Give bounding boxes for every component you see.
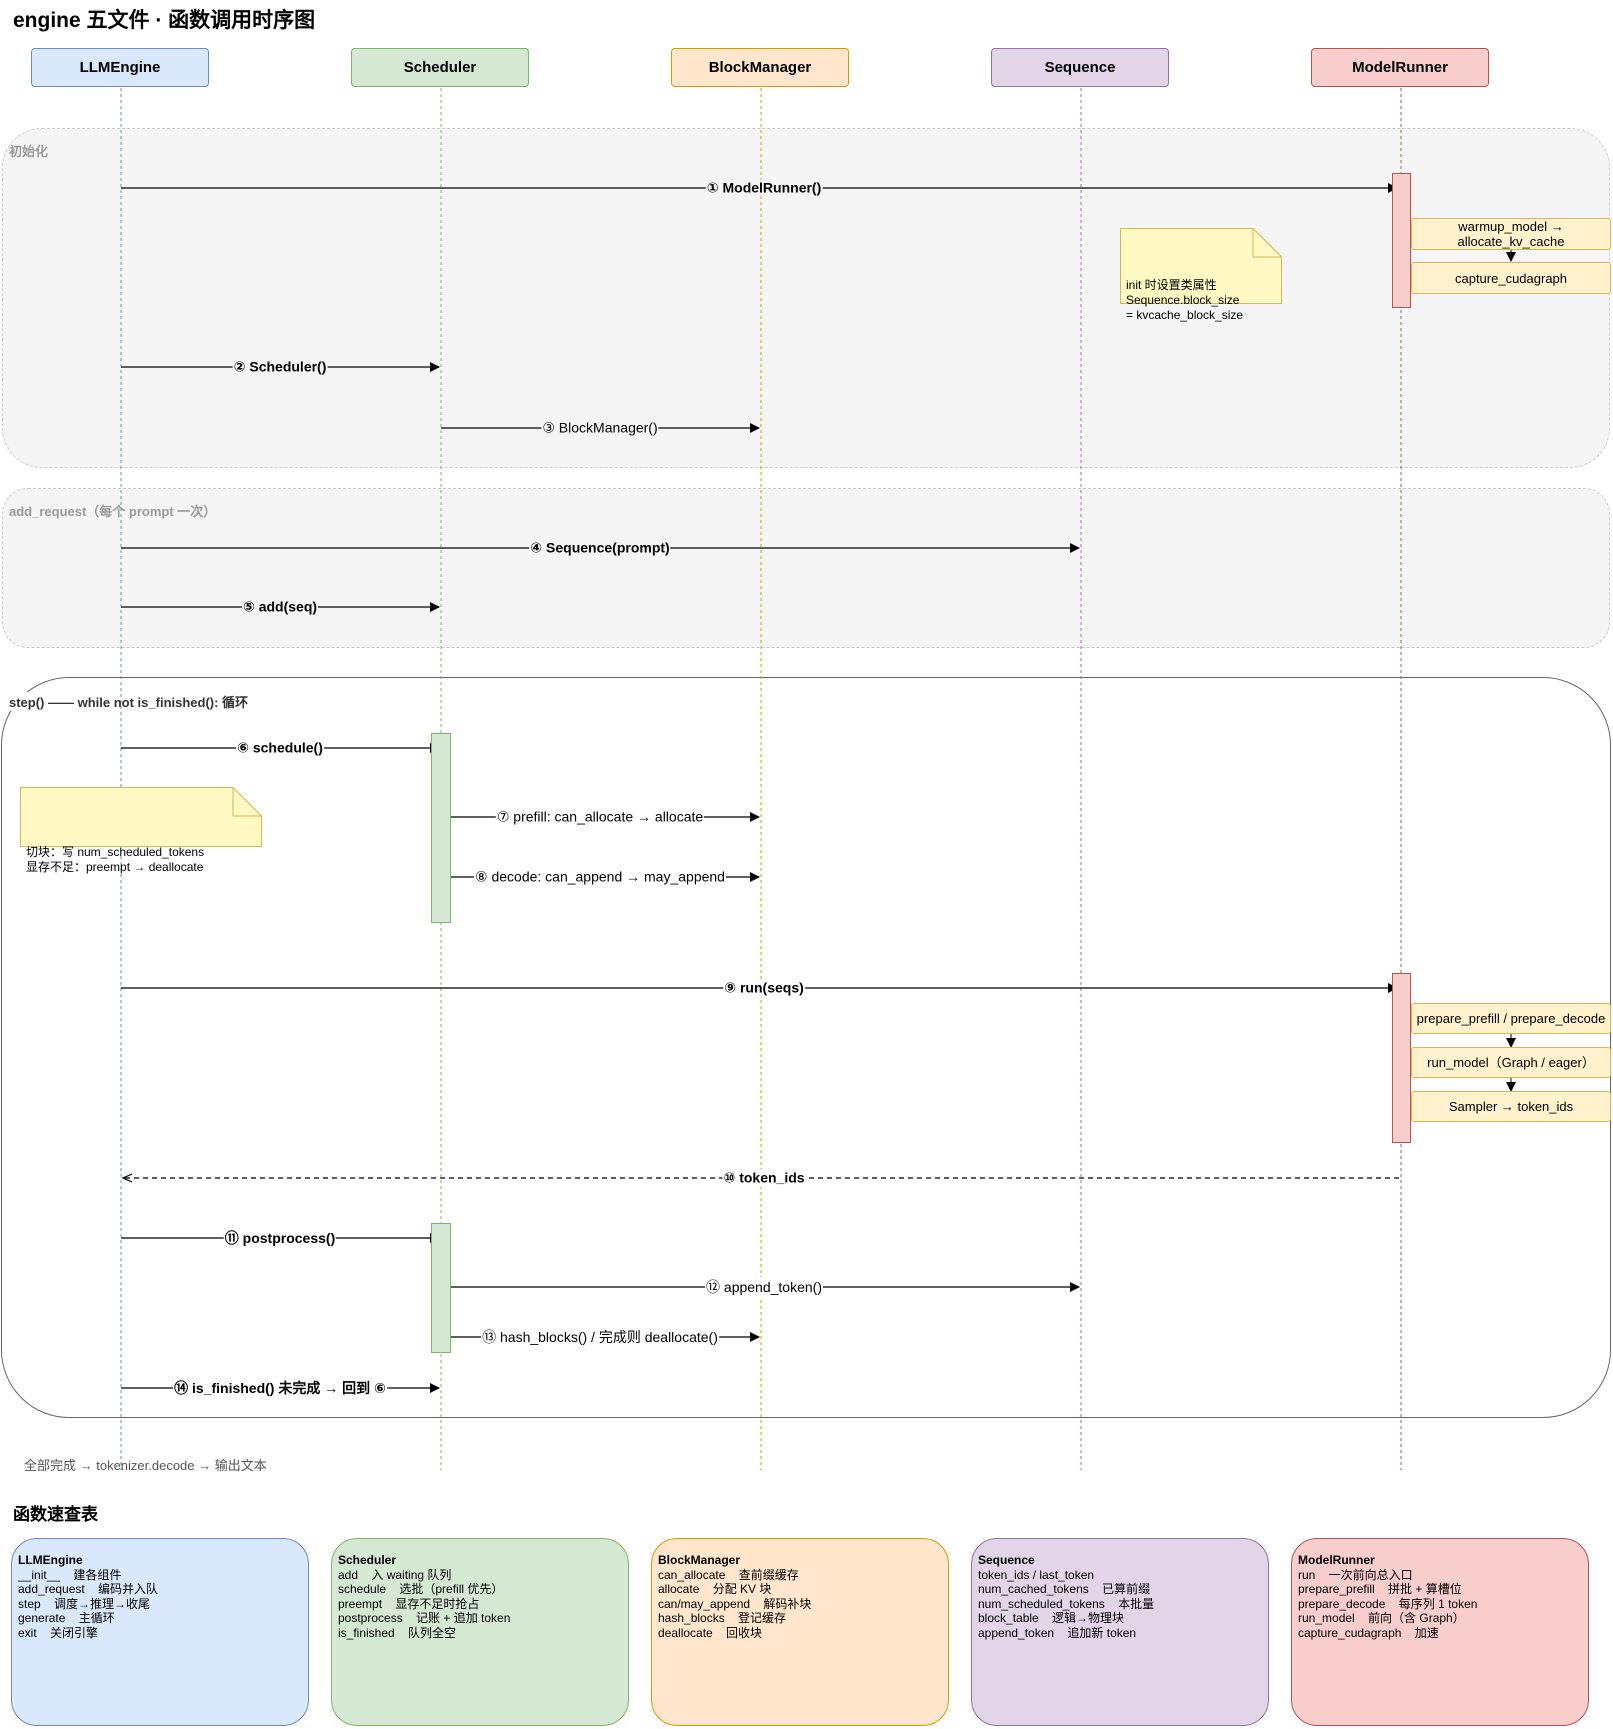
note-init-block-size: init 时设置类属性 Sequence.block_size = kvcach… [1120, 228, 1282, 322]
activation-scheduler-schedule [431, 733, 451, 923]
frame-add-request-label: add_request（每个 prompt 一次） [9, 504, 217, 519]
frame-step-label: step() —— while not is_finished(): 循环 [9, 692, 253, 711]
actor-modelrunner: ModelRunner [1311, 48, 1489, 87]
ref-card-line: exit 关闭引擎 [18, 1625, 99, 1640]
ref-card-line: append_token 追加新 token [978, 1625, 1137, 1640]
ref-card-line: prepare_decode 每序列 1 token [1298, 1596, 1478, 1611]
msg-label-m4: ④ Sequence(prompt) [529, 539, 671, 557]
ref-card-line: preempt 显存不足时抢占 [338, 1596, 480, 1611]
actor-sequence: Sequence [991, 48, 1169, 87]
modelrunner-runmodel-step: run_model（Graph / eager） [1411, 1047, 1611, 1078]
msg-label-m14: ⑭ is_finished() 未完成 → 回到 ⑥ [173, 1378, 387, 1398]
frame-add-request [2, 488, 1610, 648]
diagram-title: engine 五文件 · 函数调用时序图 [13, 9, 316, 32]
ref-card-title: Sequence [978, 1553, 1035, 1567]
msg-label-m2: ② Scheduler() [232, 358, 328, 376]
note-chunk-preempt: 切块：写 num_scheduled_tokens 显存不足：preempt →… [20, 787, 262, 874]
frame-init [2, 128, 1610, 468]
ref-card-title: BlockManager [658, 1553, 741, 1567]
ref-card-line: generate 主循环 [18, 1611, 115, 1625]
msg-label-m8: ⑧ decode: can_append → may_append [474, 868, 726, 886]
ref-card-scheduler: Scheduler add 入 waiting 队列 schedule 选批（p… [331, 1538, 629, 1726]
ref-card-line: is_finished 队列全空 [338, 1625, 457, 1640]
actor-blockmanager: BlockManager [671, 48, 849, 87]
ref-card-line: can/may_append 解码补块 [658, 1596, 812, 1611]
modelrunner-sampler-step: Sampler → token_ids [1411, 1091, 1611, 1122]
ref-card-line: postprocess 记账 + 追加 token [338, 1611, 511, 1625]
footer-note: 全部完成 → tokenizer.decode → 输出文本 [24, 1458, 267, 1473]
ref-card-line: can_allocate 查前缀缓存 [658, 1567, 799, 1582]
activation-modelrunner-init [1392, 173, 1411, 308]
activation-modelrunner-run [1392, 973, 1411, 1143]
msg-label-m7: ⑦ prefill: can_allocate → allocate [495, 808, 705, 826]
ref-card-line: deallocate 回收块 [658, 1625, 763, 1640]
ref-card-llmengine: LLMEngine __init__ 建各组件 add_request 编码并入… [11, 1538, 309, 1726]
ref-card-line: capture_cudagraph 加速 [1298, 1625, 1439, 1640]
ref-card-line: run 一次前向总入口 [1298, 1567, 1413, 1582]
msg-label-m1: ① ModelRunner() [705, 179, 823, 197]
msg-label-m11: ⑪ postprocess() [223, 1228, 337, 1248]
ref-card-line: __init__ 建各组件 [18, 1567, 122, 1582]
note-init-text: init 时设置类属性 Sequence.block_size = kvcach… [1126, 278, 1244, 322]
ref-card-sequence: Sequence token_ids / last_token num_cach… [971, 1538, 1269, 1726]
modelrunner-warmup-step: warmup_model → allocate_kv_cache [1411, 218, 1611, 250]
ref-card-title: Scheduler [338, 1553, 397, 1567]
ref-card-line: num_scheduled_tokens 本批量 [978, 1596, 1155, 1611]
msg-label-m12: ⑫ append_token() [705, 1277, 823, 1297]
ref-card-line: run_model 前向（含 Graph） [1298, 1611, 1465, 1625]
msg-label-m3: ③ BlockManager() [541, 419, 659, 437]
msg-label-m13: ⑬ hash_blocks() / 完成则 deallocate() [481, 1327, 719, 1347]
ref-card-line: add_request 编码并入队 [18, 1582, 159, 1596]
reference-title: 函数速查表 [13, 1505, 98, 1524]
ref-card-line: block_table 逻辑→物理块 [978, 1611, 1125, 1625]
ref-card-line: token_ids / last_token [978, 1567, 1095, 1582]
msg-label-m6: ⑥ schedule() [236, 739, 324, 757]
ref-card-line: step 调度→推理→收尾 [18, 1596, 151, 1611]
ref-card-line: schedule 选批（prefill 优先） [338, 1582, 504, 1596]
ref-card-blockmanager: BlockManager can_allocate 查前缀缓存 allocate… [651, 1538, 949, 1726]
ref-card-modelrunner: ModelRunner run 一次前向总入口 prepare_prefill … [1291, 1538, 1589, 1726]
ref-card-line: add 入 waiting 队列 [338, 1567, 452, 1582]
note-chunk-text: 切块：写 num_scheduled_tokens 显存不足：preempt →… [26, 845, 205, 874]
ref-card-line: hash_blocks 登记缓存 [658, 1611, 787, 1625]
ref-card-title: LLMEngine [18, 1553, 83, 1567]
ref-card-line: prepare_prefill 拼批 + 算槽位 [1298, 1582, 1462, 1596]
actor-scheduler: Scheduler [351, 48, 529, 87]
ref-card-title: ModelRunner [1298, 1553, 1375, 1567]
msg-label-m9: ⑨ run(seqs) [723, 979, 805, 997]
ref-card-line: allocate 分配 KV 块 [658, 1582, 772, 1596]
ref-card-line: num_cached_tokens 已算前缀 [978, 1582, 1151, 1596]
activation-scheduler-postprocess [431, 1223, 451, 1353]
msg-label-m5: ⑤ add(seq) [241, 598, 319, 616]
frame-init-label: 初始化 [9, 144, 49, 159]
actor-llmengine: LLMEngine [31, 48, 209, 87]
msg-label-m10: ⑩ token_ids [722, 1169, 806, 1187]
modelrunner-prepare-step: prepare_prefill / prepare_decode [1411, 1003, 1611, 1034]
modelrunner-capture-step: capture_cudagraph [1411, 262, 1611, 294]
